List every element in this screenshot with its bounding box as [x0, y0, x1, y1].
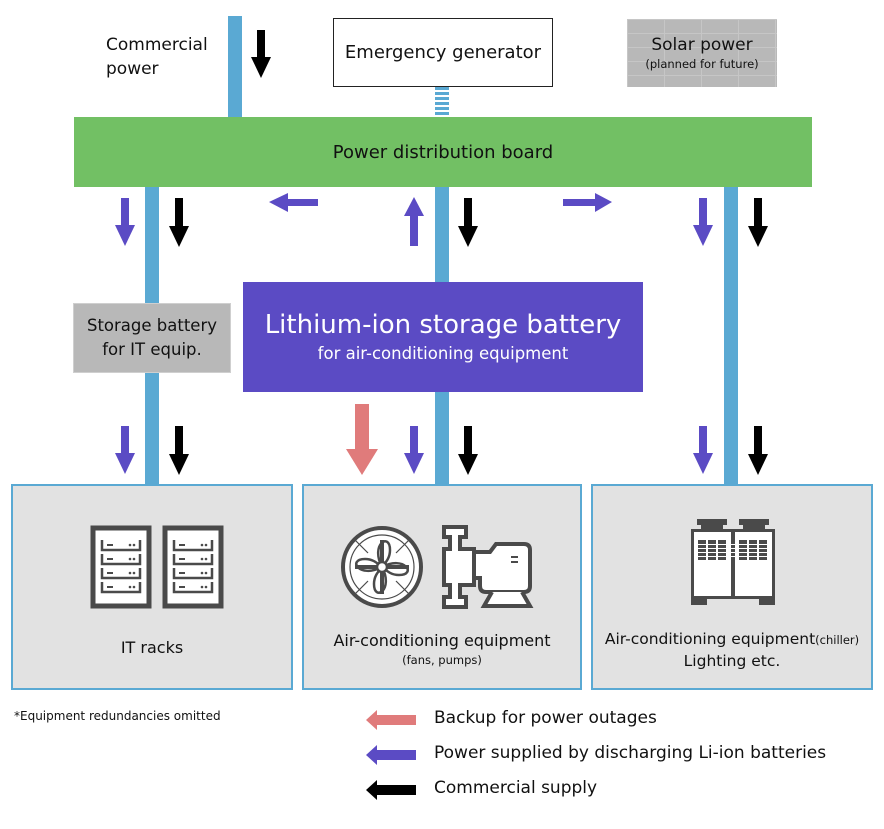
li-ion-battery-title: Lithium-ion storage battery	[264, 310, 622, 340]
commercial-down-arrow	[748, 426, 768, 475]
legend-commercial-label: Commercial supply	[434, 778, 598, 798]
ac-fans-pumps-label: Air-conditioning equipment	[333, 631, 551, 650]
ac-chiller-label-main: Air-conditioning equipment	[604, 630, 816, 648]
footnote: *Equipment redundancies omitted	[14, 709, 221, 723]
power-distribution-board: Power distribution board	[74, 117, 812, 187]
lighting-label: Lighting etc.	[683, 652, 781, 670]
li-ion-battery-box: Lithium-ion storage battery for air-cond…	[243, 282, 643, 392]
commercial-down-arrow	[748, 198, 768, 247]
commercial-power-label-line2: power	[106, 59, 159, 79]
li-ion-down-arrow	[115, 198, 135, 246]
commercial-down-arrow	[169, 426, 189, 475]
pump-icon	[442, 525, 534, 609]
server-rack-icon	[90, 525, 224, 609]
generator-connection-line	[435, 87, 449, 119]
equipment-ac-chiller-lighting: Air-conditioning equipment(chiller) Ligh…	[591, 484, 873, 690]
commercial-down-arrow	[458, 426, 478, 475]
emergency-generator-box: Emergency generator	[333, 18, 553, 87]
equipment-ac-fans-pumps: Air-conditioning equipment (fans, pumps)	[302, 484, 582, 690]
equipment-it-racks: IT racks	[11, 484, 293, 690]
ac-chiller-label: Air-conditioning equipment(chiller)	[593, 630, 871, 648]
chiller-bus-line	[724, 184, 738, 486]
fan-and-pump-icon	[341, 525, 534, 609]
li-ion-left-arrow	[269, 193, 318, 212]
power-distribution-board-label: Power distribution board	[332, 141, 554, 163]
fan-icon	[341, 526, 423, 608]
legend-commercial-arrow	[366, 780, 416, 800]
li-ion-down-arrow	[693, 426, 713, 474]
chiller-icon	[691, 519, 775, 605]
solar-power-label: Solar power	[651, 35, 753, 55]
legend-backup-arrow	[366, 710, 416, 730]
legend-backup-label: Backup for power outages	[434, 708, 657, 728]
solar-power-note: (planned for future)	[645, 57, 759, 71]
emergency-generator-label: Emergency generator	[344, 42, 542, 63]
li-ion-down-arrow	[693, 198, 713, 246]
commercial-down-arrow	[458, 198, 478, 247]
ac-chiller-label-suffix: (chiller)	[815, 633, 860, 647]
legend-li-ion-arrow	[366, 745, 416, 765]
li-ion-up-arrow	[404, 197, 424, 246]
commercial-down-arrow	[169, 198, 189, 247]
li-ion-battery-subtitle: for air-conditioning equipment	[317, 344, 569, 363]
backup-down-arrow	[346, 404, 378, 475]
storage-battery-it-box: Storage battery for IT equip.	[73, 303, 231, 373]
storage-battery-it-line1: Storage battery	[86, 316, 218, 335]
commercial-down-arrow	[251, 30, 271, 78]
li-ion-down-arrow	[404, 426, 424, 474]
commercial-power-label: Commercial power	[106, 33, 208, 81]
ac-fans-pumps-sublabel: (fans, pumps)	[402, 653, 482, 667]
li-ion-right-arrow	[563, 193, 612, 212]
commercial-power-label-line1: Commercial	[106, 35, 208, 55]
it-racks-label: IT racks	[120, 638, 184, 657]
commercial-power-line	[228, 16, 242, 120]
storage-battery-it-line2: for IT equip.	[102, 340, 202, 359]
legend-li-ion-label: Power supplied by discharging Li-ion bat…	[434, 743, 827, 763]
li-ion-down-arrow	[115, 426, 135, 474]
solar-power-box: Solar power (planned for future)	[627, 19, 777, 87]
